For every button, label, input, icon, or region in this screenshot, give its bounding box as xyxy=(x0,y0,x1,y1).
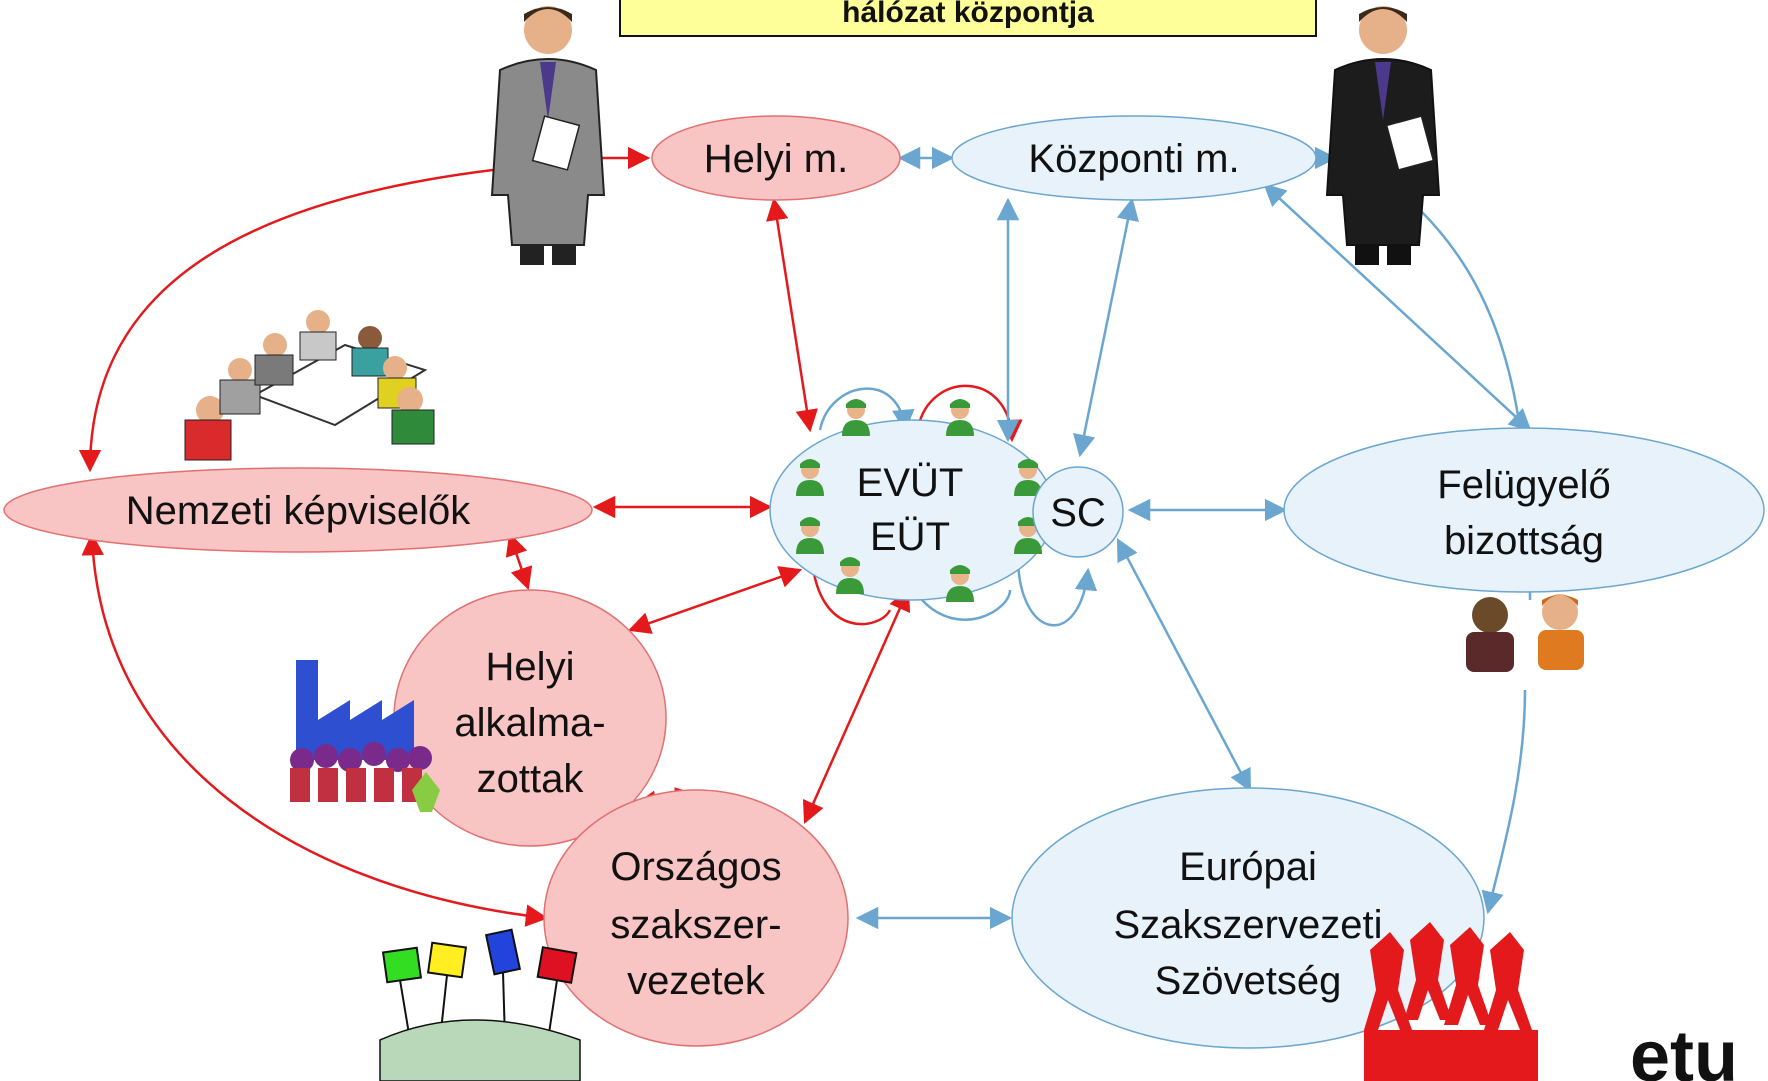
node-helyi-alk-label-2: alkalma- xyxy=(454,701,605,745)
node-kozponti-m-label: Központi m. xyxy=(1028,137,1239,181)
blue-edges xyxy=(818,146,1532,930)
edge-evut-orszagos xyxy=(802,587,911,825)
worker-avatar-icon xyxy=(946,399,974,436)
loop-evut-low xyxy=(921,589,1012,621)
node-kozponti-m: Központi m. xyxy=(951,115,1317,201)
node-sc: SC xyxy=(1032,466,1124,558)
edge-helyi-nemzeti xyxy=(78,166,511,473)
node-sc-label: SC xyxy=(1050,491,1106,535)
node-orszagos-label-1: Országos xyxy=(610,845,781,889)
meeting-table-icon xyxy=(184,310,435,461)
etu-logo-text: etu xyxy=(1630,1017,1738,1081)
factory-workers-icon xyxy=(290,660,440,812)
node-orszagos: Országos szakszer- vezetek xyxy=(543,789,849,1047)
edge-nemzeti-orszagos xyxy=(81,532,549,927)
edge-felugyelo-europai xyxy=(1481,689,1527,915)
node-felugyelo: Felügyelő bizottság xyxy=(1283,427,1765,593)
node-felugyelo-label-2: bizottság xyxy=(1444,519,1604,563)
loop-sc-bottom xyxy=(1016,559,1098,627)
edge-kozponti-sc xyxy=(1073,197,1139,458)
title-box-text: hálózat központja xyxy=(842,0,1094,29)
etu-logo: etu xyxy=(1630,1017,1738,1081)
node-orszagos-label-2: szakszer- xyxy=(610,903,781,947)
loop-evut-bottom xyxy=(810,559,892,626)
node-orszagos-label-3: vezetek xyxy=(627,959,766,1003)
node-felugyelo-label-1: Felügyelő xyxy=(1437,463,1610,507)
node-nemzeti-label: Nemzeti képviselők xyxy=(126,489,472,533)
edge-nemzeti-helyialk xyxy=(505,532,533,591)
node-helyi-alkalmazottak: Helyi alkalma- zottak xyxy=(393,589,667,847)
worker-avatar-icon xyxy=(842,399,870,436)
node-helyi-alk-label-1: Helyi xyxy=(486,645,575,689)
edge-helyi-evut xyxy=(766,197,818,433)
node-helyi-alk-label-3: zottak xyxy=(477,757,585,801)
node-evut-label-1: EVÜT xyxy=(857,461,964,505)
loop-evut-left xyxy=(818,387,915,433)
businessman-gray-icon xyxy=(490,6,606,265)
edge-kozponti-felugyelo xyxy=(1263,183,1532,432)
node-europai-label-3: Szövetség xyxy=(1155,959,1342,1003)
edge-evut-helyialk xyxy=(627,566,803,634)
node-europai-label-2: Szakszervezeti xyxy=(1114,903,1383,947)
node-helyi-m-label: Helyi m. xyxy=(704,137,848,181)
node-evut: EVÜT EÜT xyxy=(769,399,1055,602)
node-europai: Európai Szakszervezeti Szövetség xyxy=(1011,787,1485,1049)
title-box: hálózat központja xyxy=(619,0,1317,37)
node-nemzeti: Nemzeti képviselők xyxy=(3,467,593,553)
node-europai-label-1: Európai xyxy=(1179,845,1317,889)
businessman-black-icon xyxy=(1325,6,1441,265)
etuc-figures-icon xyxy=(1364,922,1538,1081)
node-helyi-m: Helyi m. xyxy=(651,115,901,201)
node-evut-label-2: EÜT xyxy=(870,515,950,559)
edge-sc-europai xyxy=(1116,538,1252,792)
protest-crowd-icon xyxy=(379,928,581,1081)
felugyelo-avatars xyxy=(1466,594,1584,672)
